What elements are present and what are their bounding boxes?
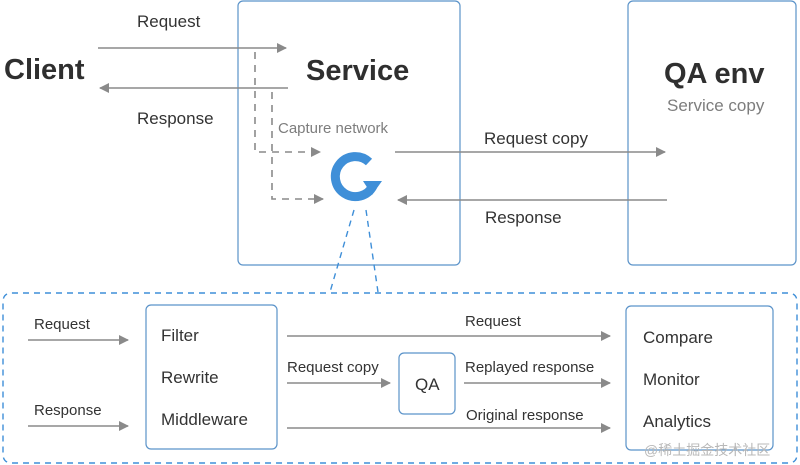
compare-label: Compare bbox=[643, 328, 713, 347]
compare-box bbox=[625, 305, 774, 451]
zoom-line-left bbox=[329, 209, 355, 293]
qa-env-box bbox=[627, 0, 797, 266]
qa-response-label: Response bbox=[485, 208, 562, 227]
capture-cycle-icon bbox=[330, 152, 382, 202]
middleware-label: Middleware bbox=[161, 410, 248, 429]
qa-label: QA bbox=[415, 375, 440, 394]
capture-response-dashed-line bbox=[271, 92, 324, 204]
monitor-label: Monitor bbox=[643, 370, 700, 389]
bottom-request-copy-label: Request copy bbox=[287, 359, 379, 376]
analytics-label: Analytics bbox=[643, 412, 711, 431]
client-label: Client bbox=[4, 54, 85, 86]
bottom-request-out-label: Request bbox=[465, 313, 522, 330]
original-response-label: Original response bbox=[466, 407, 584, 424]
response-label: Response bbox=[137, 109, 214, 128]
capture-request-dashed-line bbox=[254, 52, 321, 157]
bottom-request-in-label: Request bbox=[34, 316, 91, 333]
service-title: Service bbox=[306, 55, 409, 87]
rewrite-label: Rewrite bbox=[161, 368, 219, 387]
filter-box bbox=[145, 304, 278, 450]
qa-box bbox=[398, 352, 456, 415]
request-label: Request bbox=[137, 12, 201, 31]
qa-env-title: QA env bbox=[664, 58, 764, 90]
bottom-response-in-label: Response bbox=[34, 402, 102, 419]
zoom-line-right bbox=[365, 209, 379, 293]
capture-network-label: Capture network bbox=[278, 120, 389, 137]
detail-dashed-container bbox=[2, 292, 798, 464]
filter-label: Filter bbox=[161, 326, 199, 345]
watermark: @稀土掘金技术社区 bbox=[644, 442, 770, 458]
request-copy-label: Request copy bbox=[484, 129, 588, 148]
service-copy-label: Service copy bbox=[667, 96, 765, 115]
replayed-response-label: Replayed response bbox=[465, 359, 594, 376]
